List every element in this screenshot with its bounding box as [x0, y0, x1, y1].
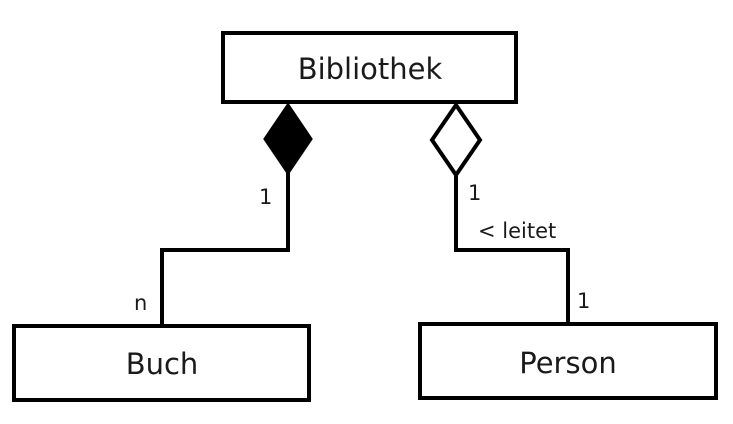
composition-edge-path [160, 150, 290, 324]
class-box-bibliothek[interactable]: Bibliothek [221, 31, 518, 104]
class-name-person: Person [519, 346, 616, 380]
filled-diamond-icon [263, 102, 313, 176]
class-box-buch[interactable]: Buch [12, 324, 311, 402]
class-box-person-rect [418, 322, 718, 400]
multiplicity-composition-source: 1 [259, 185, 272, 209]
multiplicity-composition-target: n [134, 291, 147, 315]
class-box-bibliothek-rect [221, 31, 518, 104]
aggregation-edge-path [454, 150, 570, 322]
class-box-person[interactable]: Person [418, 322, 718, 400]
multiplicity-aggregation-source: 1 [468, 181, 481, 205]
aggregation-edge-bibliothek-person[interactable] [429, 101, 570, 322]
multiplicity-aggregation-target: 1 [577, 289, 590, 313]
class-name-bibliothek: Bibliothek [298, 52, 443, 86]
relationship-label-leitet: < leitet [478, 219, 556, 243]
composition-edge-bibliothek-buch[interactable] [160, 102, 313, 324]
class-name-buch: Buch [126, 347, 199, 381]
hollow-diamond-icon [429, 101, 483, 179]
class-box-buch-rect [12, 324, 311, 402]
